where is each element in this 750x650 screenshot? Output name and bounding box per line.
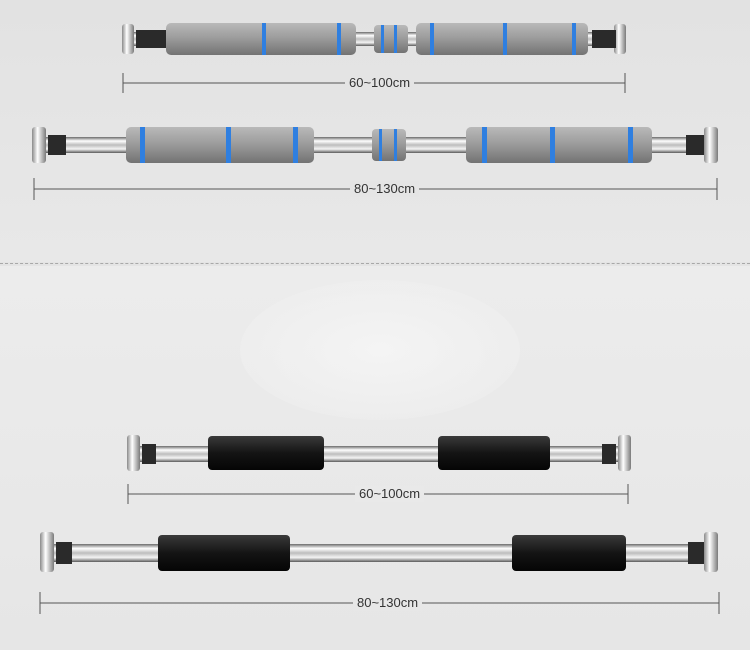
end-cap-left (40, 532, 54, 572)
blue-ring (226, 127, 231, 163)
end-cap-right (704, 127, 718, 163)
blue-ring (262, 23, 266, 55)
black-foam-bar-short (127, 435, 631, 471)
gray-foam-bar-long (32, 127, 718, 163)
foam-grip-left (208, 436, 324, 470)
foam-grip-left (126, 127, 314, 163)
size-label: 60~100cm (355, 486, 425, 502)
foam-grip-right (512, 535, 626, 571)
size-label: 80~130cm (353, 595, 423, 611)
blue-ring (394, 25, 397, 53)
end-cap-right (614, 24, 626, 54)
blue-ring (628, 127, 633, 163)
gray-foam-bar-short (122, 23, 626, 55)
spring-right (688, 542, 704, 564)
blue-ring (482, 127, 487, 163)
spring-left (48, 135, 66, 155)
spring-left (142, 444, 156, 464)
blue-ring (503, 23, 507, 55)
foam-grip-center (374, 25, 408, 53)
foam-grip-right (416, 23, 588, 55)
size-label: 60~100cm (345, 75, 415, 91)
size-label: 80~130cm (350, 181, 420, 197)
blue-ring (379, 129, 382, 161)
foam-grip-right (438, 436, 550, 470)
foam-grip-center (372, 129, 406, 161)
blue-ring (381, 25, 384, 53)
end-cap-left (127, 435, 140, 471)
blue-ring (550, 127, 555, 163)
foam-grip-left (166, 23, 356, 55)
end-cap-left (32, 127, 46, 163)
end-cap-right (704, 532, 718, 572)
spring-right (686, 135, 704, 155)
black-foam-bar-long (40, 532, 718, 572)
end-cap-left (122, 24, 134, 54)
spring-right (602, 444, 616, 464)
blue-ring (430, 23, 434, 55)
light-glow (240, 280, 520, 420)
spring-left (136, 30, 166, 48)
blue-ring (572, 23, 576, 55)
blue-ring (293, 127, 298, 163)
foam-grip-left (158, 535, 290, 571)
end-cap-right (618, 435, 631, 471)
blue-ring (337, 23, 341, 55)
foam-grip-right (466, 127, 652, 163)
spring-left (56, 542, 72, 564)
blue-ring (140, 127, 145, 163)
section-divider (0, 263, 750, 264)
bar-rod (134, 446, 624, 462)
spring-right (592, 30, 616, 48)
blue-ring (394, 129, 397, 161)
